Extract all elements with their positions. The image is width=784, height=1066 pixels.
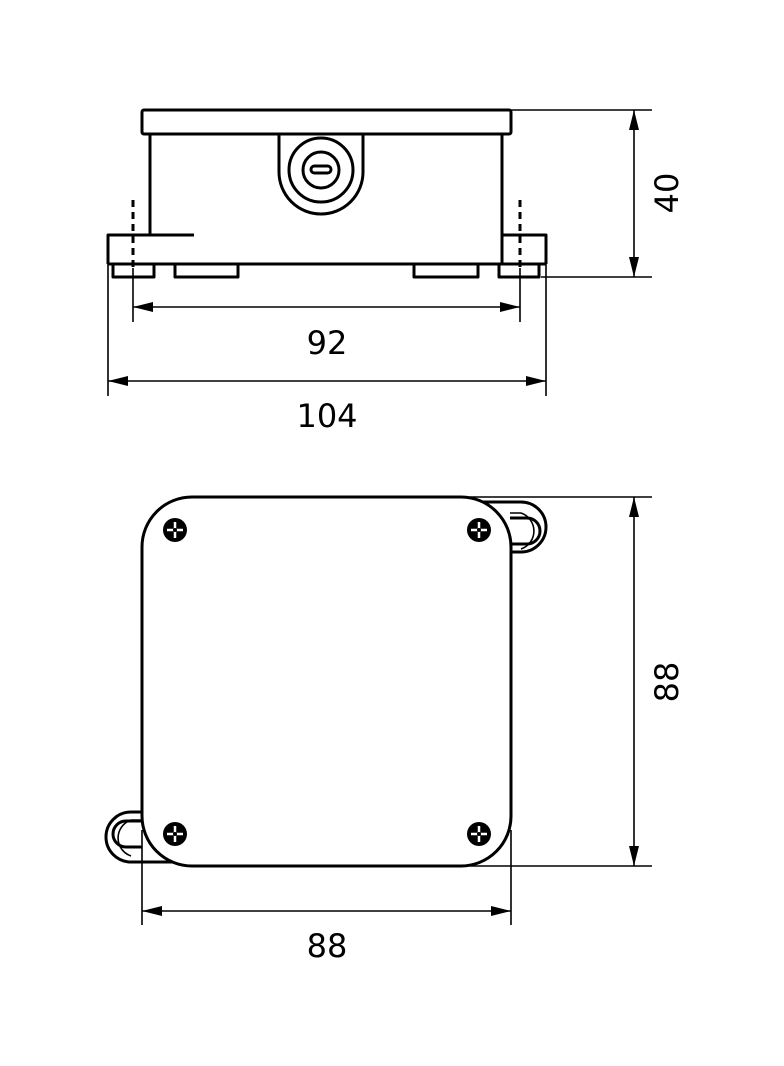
side-view: 40 92 104 xyxy=(106,108,686,435)
cable-gland xyxy=(277,134,365,216)
top-view: 88 88 xyxy=(104,495,686,965)
dimension-width: 88 xyxy=(141,830,512,965)
screw-icon xyxy=(467,822,491,846)
dimension-label: 40 xyxy=(648,173,686,214)
dimension-height: 88 xyxy=(470,496,686,867)
screw-icon xyxy=(163,822,187,846)
dimension-overall-width: 104 xyxy=(107,264,547,435)
lid xyxy=(140,108,513,136)
dimension-label: 92 xyxy=(307,324,348,362)
screw-icon xyxy=(163,518,187,542)
lid-outline xyxy=(140,495,513,868)
dimension-label: 88 xyxy=(307,927,348,965)
mounting-lug-bottom-left xyxy=(104,810,175,864)
left-flange xyxy=(106,233,194,264)
screws xyxy=(163,518,491,846)
dimension-mount-spacing: 92 xyxy=(132,268,521,362)
dimension-label: 104 xyxy=(296,397,357,435)
dimension-label: 88 xyxy=(648,662,686,703)
dimension-height: 40 xyxy=(511,109,686,278)
right-flange xyxy=(502,233,548,264)
screw-icon xyxy=(467,518,491,542)
feet xyxy=(111,262,541,279)
mounting-lug-top-right xyxy=(480,500,548,554)
